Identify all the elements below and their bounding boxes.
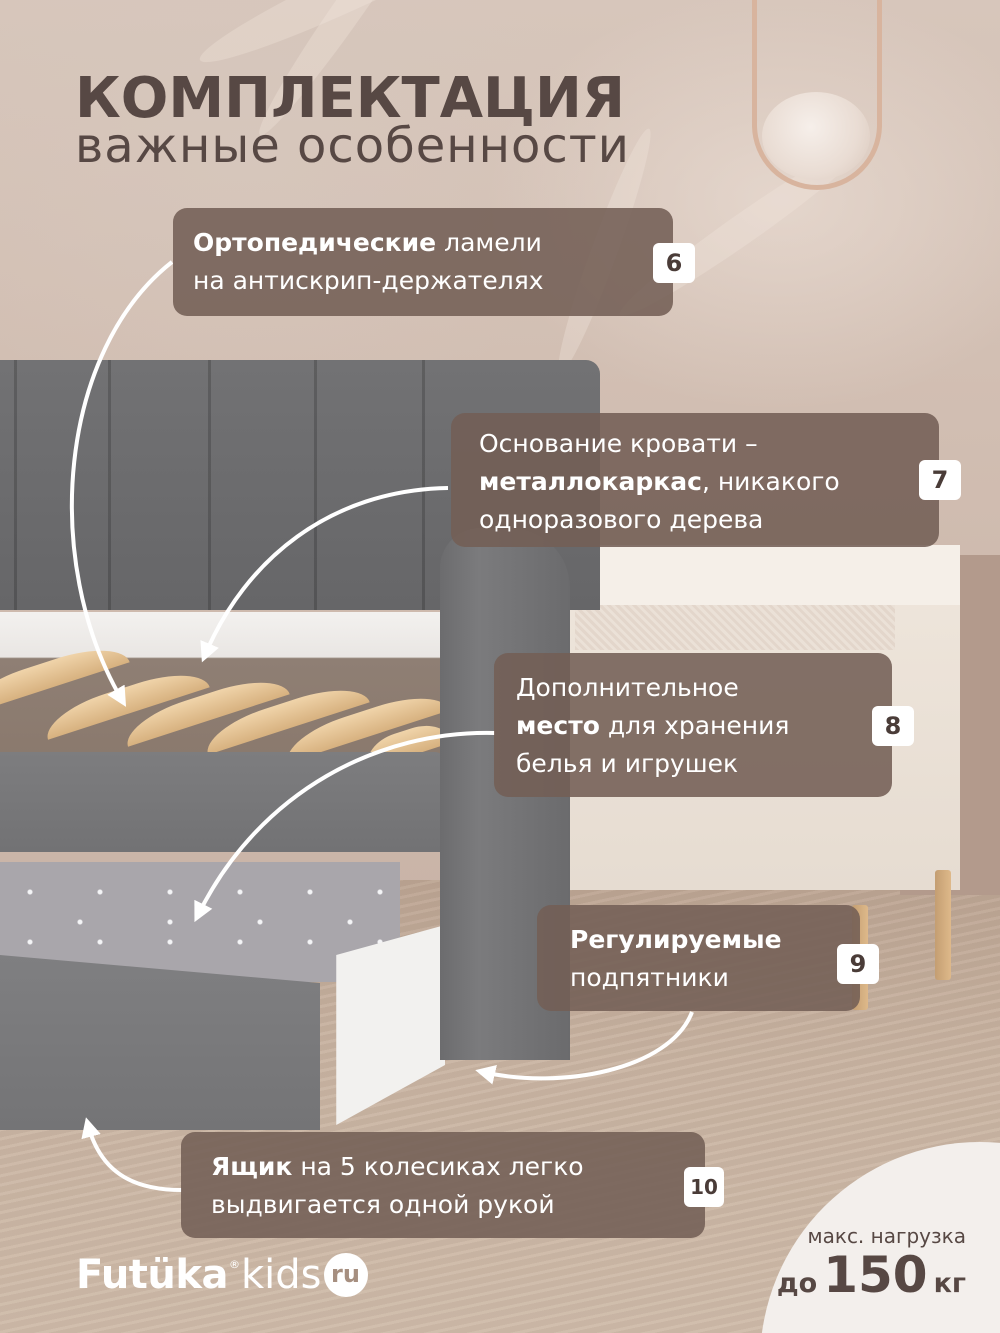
feature-number-badge: 6: [653, 243, 695, 283]
callout-adjustable-feet: Регулируемые подпятники: [537, 905, 860, 1011]
callout-text: на антискрип-держателях: [193, 266, 544, 295]
page-subtitle: важные особенности: [75, 118, 630, 174]
callout-bold-text: Регулируемые: [570, 925, 782, 954]
callout-storage-space: Дополнительное место для хранения белья …: [494, 653, 892, 797]
bed-side-rail: [0, 752, 445, 852]
pendant-lamp-globe: [762, 92, 870, 180]
callout-bold-text: металлокаркас: [479, 467, 702, 496]
max-load-value: до 150 кг: [777, 1246, 966, 1304]
arrow-6: [69, 260, 174, 707]
callout-bold-text: Ящик: [211, 1152, 293, 1181]
nightstand-top: [565, 545, 960, 605]
max-load-prefix: до: [776, 1268, 818, 1299]
feature-number-badge: 10: [684, 1167, 724, 1207]
arrow-8: [194, 730, 496, 923]
pendant-lamp-frame: [752, 0, 882, 190]
callout-text: Основание кровати –: [479, 429, 758, 458]
logo-domain-badge: ru: [323, 1253, 368, 1297]
logo-suffix: kids: [241, 1252, 322, 1298]
max-load-label: макс. нагрузка: [807, 1224, 966, 1248]
callout-text: , никакого: [701, 467, 840, 496]
callout-drawer-wheels: Ящик на 5 колесиках легко выдвигается од…: [181, 1132, 705, 1238]
callout-bold-text: Ортопедические: [193, 228, 437, 257]
callout-text: одноразового дерева: [479, 505, 764, 534]
page-title: КОМПЛЕКТАЦИЯ: [75, 66, 625, 131]
callout-bold-text: место: [516, 711, 600, 740]
max-load-unit: кг: [933, 1268, 966, 1299]
max-load-number: 150: [823, 1246, 928, 1304]
callout-text: ламели: [436, 228, 542, 257]
feature-number-badge: 9: [837, 944, 879, 984]
logo-brand: Futüka: [76, 1252, 229, 1298]
brand-logo: Futüka ® kids ru: [76, 1252, 368, 1298]
callout-orthopedic-slats: Ортопедические ламели на антискрип-держа…: [173, 208, 673, 316]
pull-out-drawer-front: [0, 955, 320, 1130]
arrow-9: [475, 1011, 694, 1085]
feature-number-badge: 8: [872, 706, 914, 746]
feature-number-badge: 7: [919, 460, 961, 500]
callout-text: для хранения: [599, 711, 790, 740]
callout-text: подпятники: [570, 963, 729, 992]
arrow-7: [200, 486, 449, 663]
nightstand-drawer-panel: [575, 605, 895, 650]
callout-text: Дополнительное: [516, 673, 739, 702]
arrow-10: [81, 1117, 183, 1192]
callout-text: на 5 колесиках легко: [292, 1152, 584, 1181]
nightstand-leg: [935, 870, 951, 980]
callout-metal-frame: Основание кровати – металлокаркас, никак…: [451, 413, 939, 547]
registered-mark: ®: [229, 1257, 240, 1271]
bed-backrest: [0, 360, 600, 610]
callout-text: выдвигается одной рукой: [211, 1190, 555, 1219]
callout-text: белья и игрушек: [516, 749, 739, 778]
